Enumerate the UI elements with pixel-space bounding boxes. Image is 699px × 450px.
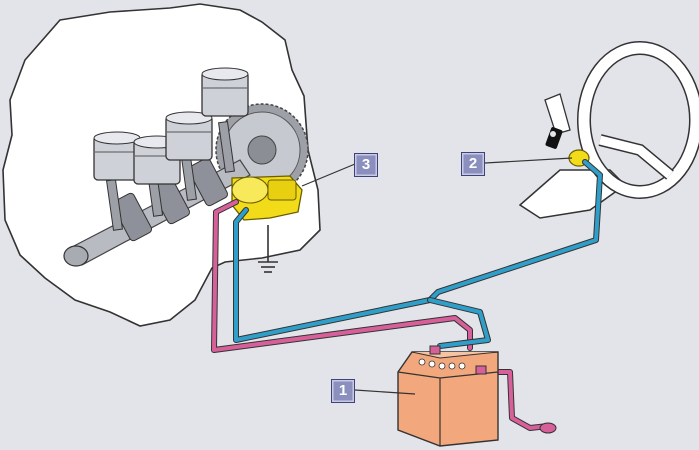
- ignition-key-icon: [545, 127, 563, 149]
- piston-4: [201, 67, 249, 173]
- signal-cable: [233, 159, 603, 349]
- positive-cable: [211, 199, 557, 434]
- piston-3: [165, 111, 213, 201]
- piston-1: [93, 131, 141, 231]
- pistons: [93, 67, 249, 231]
- callout-leaders: [301, 157, 573, 395]
- callout-1-battery: 1: [331, 379, 355, 403]
- ground-icon: [258, 225, 278, 273]
- battery: [397, 345, 499, 447]
- starter-motor: [231, 175, 303, 221]
- steering-wheel: [577, 41, 699, 199]
- callout-2-ignition-switch: 2: [461, 152, 485, 176]
- callout-3-starter-motor: 3: [354, 153, 378, 177]
